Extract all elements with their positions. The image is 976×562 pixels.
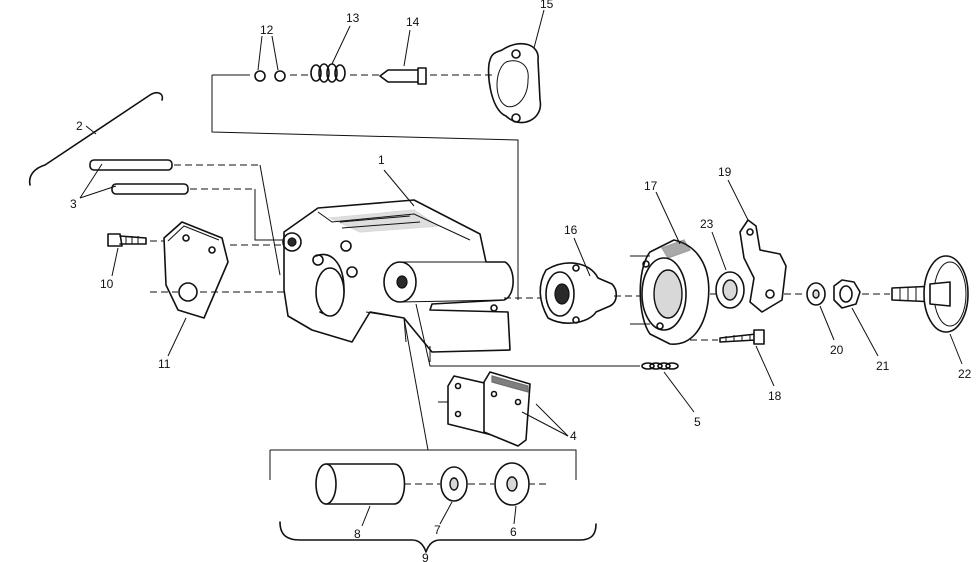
- callout-23: 23: [700, 217, 714, 231]
- kit-bracket: [279, 521, 597, 553]
- sleeve-part: [315, 463, 406, 505]
- body-connector-lines: [403, 297, 640, 451]
- pin-upper-part: [89, 159, 281, 276]
- spring-clip-part: [641, 362, 679, 370]
- main-housing-part: [282, 199, 514, 353]
- washer-23-part: [715, 271, 745, 309]
- throttle-housing-part: [630, 239, 718, 345]
- gasket-part: [487, 42, 542, 124]
- callout-8: 8: [354, 527, 361, 541]
- leader-lines: [79, 9, 963, 527]
- callout-5: 5: [694, 415, 701, 429]
- callout-labels: 1 2 3 4 5 6 7 8 9 10 11 12 13 14 15 16 1…: [70, 0, 972, 562]
- callout-21: 21: [876, 359, 890, 373]
- callout-4: 4: [570, 429, 577, 443]
- callout-2: 2: [76, 119, 83, 133]
- callout-22: 22: [958, 367, 972, 381]
- callout-17: 17: [644, 179, 658, 193]
- plunger-pin-part: [379, 67, 427, 85]
- o-ring-pair-part: [254, 70, 286, 82]
- callout-15: 15: [540, 0, 554, 11]
- callout-3: 3: [70, 197, 77, 211]
- pin-lower-part: [111, 183, 292, 241]
- large-washer-part: [494, 462, 530, 506]
- knob-part: [891, 255, 969, 333]
- nut-part: [833, 279, 890, 309]
- callout-19: 19: [718, 165, 732, 179]
- callout-11: 11: [158, 357, 171, 371]
- callout-7: 7: [434, 523, 441, 537]
- callout-13: 13: [346, 11, 360, 25]
- callout-12: 12: [260, 23, 274, 37]
- callout-18: 18: [768, 389, 782, 403]
- lever-bracket-part: [739, 219, 806, 313]
- small-washer-part: [440, 466, 468, 502]
- cover-plate-part: [150, 221, 310, 319]
- callout-9: 9: [422, 551, 429, 562]
- top-assembly-line: [211, 74, 519, 300]
- flat-washer-part: [806, 282, 826, 306]
- boot-part: [539, 262, 640, 324]
- callout-20: 20: [830, 343, 844, 357]
- callout-1: 1: [378, 153, 385, 167]
- bracket-line-part: [28, 92, 164, 186]
- reed-plate-part: [438, 371, 531, 447]
- callout-14: 14: [406, 15, 420, 29]
- screw-18-part: [690, 329, 765, 345]
- spring-part: [310, 63, 346, 83]
- callout-16: 16: [564, 223, 578, 237]
- callout-6: 6: [510, 525, 517, 539]
- bottom-kit-lines: [269, 449, 577, 485]
- callout-10: 10: [100, 277, 114, 291]
